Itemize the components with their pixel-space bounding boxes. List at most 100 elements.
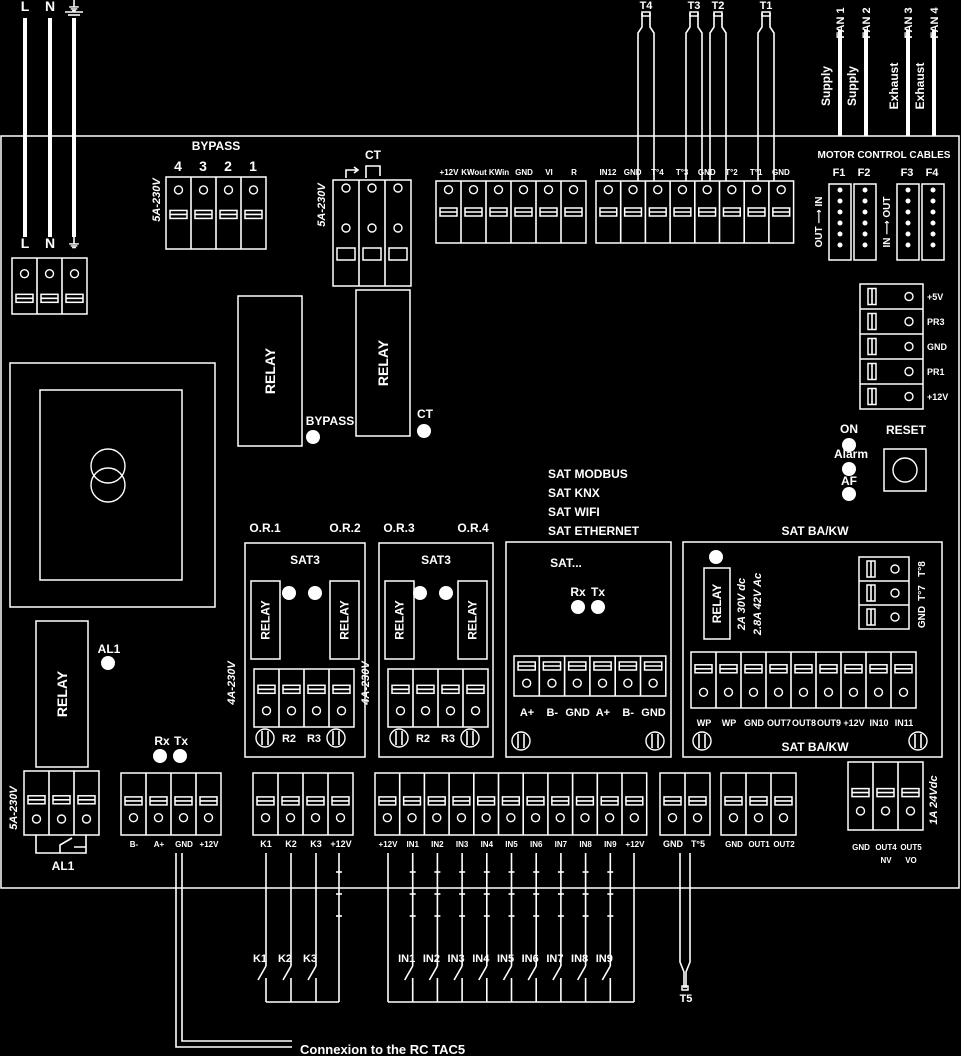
screw-icon [31,814,42,824]
sat3-led [282,586,296,600]
in-switch-label: IN3 [448,953,465,965]
al1-switch-icon [59,837,86,853]
fuse-icon [511,731,531,751]
al1-terminals [23,770,100,836]
screw-icon [420,706,431,716]
io-right-label: GND [698,168,716,177]
bypass-number: 4 [174,158,182,174]
output-term-label: OUT1 [748,840,770,849]
pin-icon [905,220,911,226]
in-switch-label: IN4 [472,953,490,965]
in-switch-label: IN8 [571,953,588,965]
sat-generic-term-label: GND [641,707,666,719]
fan-role: Supply [845,66,859,106]
fan-connector [853,183,877,261]
screw-icon [572,678,582,688]
sensor-top-label: T4 [640,0,654,12]
screw-icon [443,184,454,195]
sat-generic-term-label: B- [622,707,634,719]
screw-icon [648,678,658,688]
right-terminal-label: GND [927,342,948,352]
screw-icon [580,812,590,823]
output-relay-label: O.R.2 [329,521,361,535]
io-right-terminals [595,180,795,244]
relay-outline [35,620,89,768]
sensor-wire [637,13,655,181]
sat-generic-term-label: B- [546,707,558,719]
fuse-icon [692,731,712,751]
in-term-label: IN1 [406,840,419,849]
sat3-terminals [253,668,355,728]
fuse-icon [255,728,275,748]
screw-icon [776,184,786,195]
sat3-title: SAT3 [421,553,451,567]
sensor-tip [689,11,699,17]
sat3-led [413,586,427,600]
screw-icon [555,812,565,823]
sat3-relay: RELAY [384,580,415,660]
k-switch-icon [307,965,317,1002]
relay-label: RELAY [466,600,480,640]
screw-icon [880,806,891,816]
relay-outline [384,580,415,660]
pin-icon [837,242,843,248]
sensor-wire [757,13,775,181]
sat-generic-terminals [513,655,667,697]
screw-icon [597,678,608,688]
screw-icon [432,812,442,823]
screw-icon [248,185,259,195]
sat-ba-term-label: OUT9 [817,718,841,728]
in-switch-icon [478,965,488,1002]
al1-led [101,656,115,670]
right-terminal-label: +5V [927,292,943,302]
alarm-label: Alarm [834,447,868,461]
terminal-housing [23,770,100,836]
mains-top-label: L [21,0,30,14]
sat-list-item: SAT ETHERNET [548,524,640,538]
bypass-relay: RELAY [237,295,303,447]
ct-relay: RELAY [355,289,411,437]
pin-icon [837,231,843,237]
io-right-label: T°1 [750,168,763,177]
tx-label: Tx [591,585,605,599]
bypass-number: 2 [224,158,232,174]
screw-icon [629,812,640,823]
relay-label: RELAY [710,584,724,624]
sat-ba-bottom-title: SAT BA/KW [781,740,849,754]
screw-icon [653,184,663,195]
mains-block-label: N [45,235,55,251]
sat3-title: SAT3 [290,553,320,567]
screw-icon [518,184,529,195]
af-label: AF [841,474,857,488]
pin-icon [862,220,868,226]
fuse-icon [389,728,409,748]
io-left-terminals [435,180,587,244]
screw-icon [203,812,214,823]
terminal-housing [690,651,917,709]
screw-icon [753,812,764,823]
sat-generic-outline [505,541,672,758]
sat-ba-term-label: IN11 [895,718,914,728]
out45-sub-label: VO [905,856,917,865]
in-term-label: IN7 [555,840,568,849]
bypass-title: BYPASS [192,139,240,153]
in-term-label: IN8 [579,840,592,849]
in-term-label: IN3 [456,840,469,849]
screw-icon [628,184,638,195]
sat-generic-term-label: GND [565,707,590,719]
relay-outline [703,567,731,640]
sensor-wire [685,13,703,181]
io-right-label: GND [772,168,790,177]
output-relay-label: O.R.1 [249,521,281,535]
sat3-relay: RELAY [250,580,281,660]
output-term-label: OUT2 [773,840,795,849]
screw-icon [904,391,914,402]
bypass-terminal-block [165,176,267,250]
pin-icon [905,187,911,193]
